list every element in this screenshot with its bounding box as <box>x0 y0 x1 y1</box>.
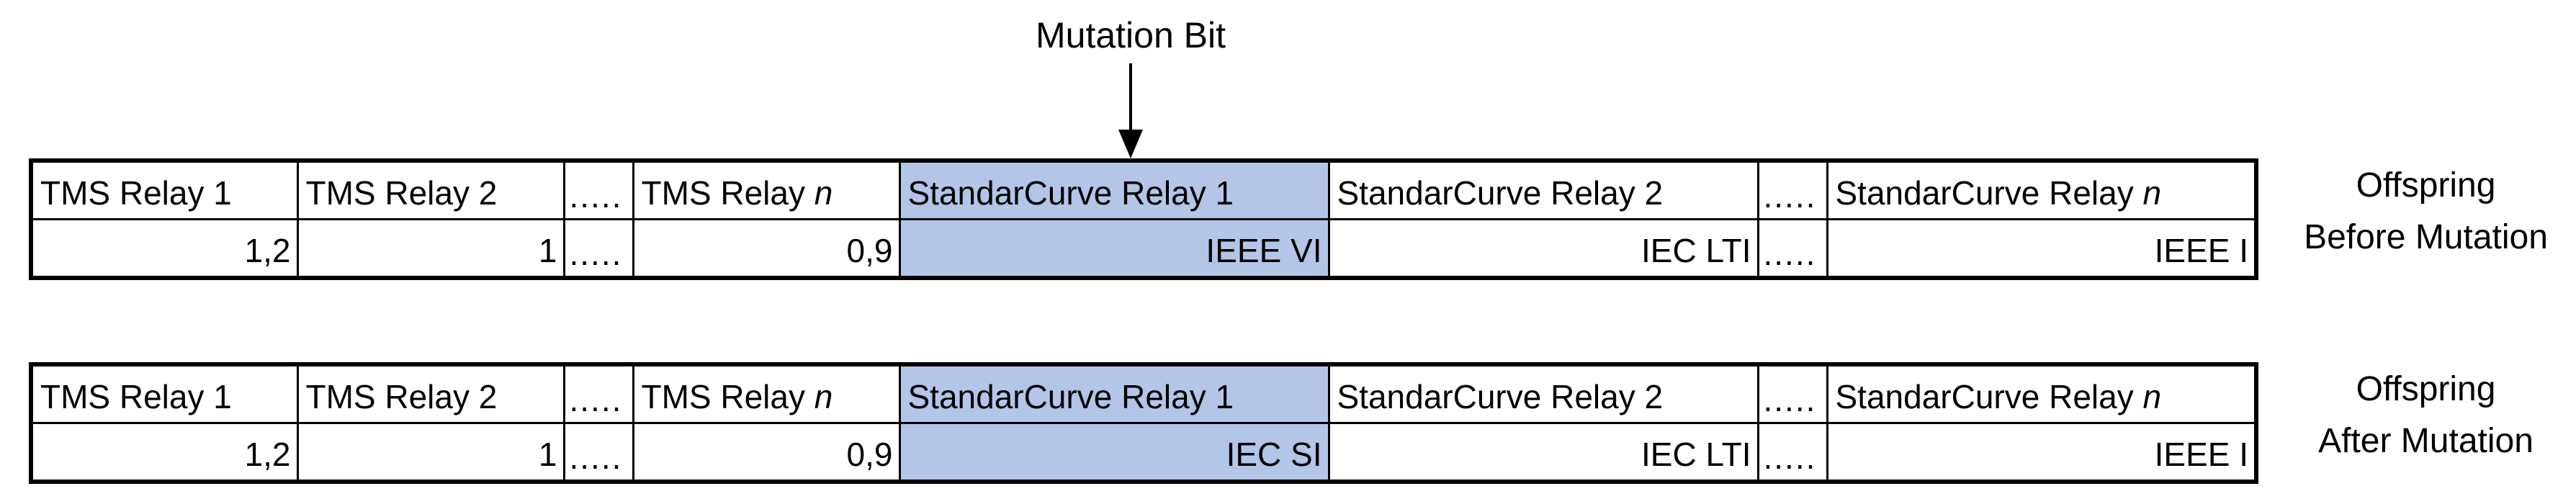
value-row: 1,2 1 ..... 0,9 IEEE VI IEC LTI ..... IE… <box>30 218 2258 279</box>
chromosome-table-after-mutation: TMS Relay 1 TMS Relay 2 ..... TMS Relay … <box>29 362 2258 484</box>
chromosome-table-before-mutation: TMS Relay 1 TMS Relay 2 ..... TMS Relay … <box>29 158 2258 280</box>
col-header-standarcurve-relay-2: StandarCurve Relay 2 <box>1327 159 1759 220</box>
cell-tms-relay-2-value: 1 <box>296 218 565 279</box>
ellipsis-cell: ..... <box>1756 422 1828 483</box>
col-header-tms-relay-2: TMS Relay 2 <box>296 363 565 424</box>
header-text: StandarCurve Relay <box>1835 174 2143 212</box>
cell-tms-relay-n-value: 0,9 <box>632 422 901 483</box>
side-label-before-mutation: Offspring Before Mutation <box>2280 160 2572 264</box>
ellipsis-cell: ..... <box>562 159 634 220</box>
variable-n: n <box>2142 378 2162 415</box>
col-header-tms-relay-2: TMS Relay 2 <box>296 159 565 220</box>
col-header-standarcurve-relay-1: StandarCurve Relay 1 <box>898 159 1330 220</box>
col-header-standarcurve-relay-n: StandarCurve Relay n <box>1826 363 2258 424</box>
ellipsis-cell: ..... <box>562 218 634 279</box>
side-label-line1: Offspring <box>2356 166 2496 204</box>
ellipsis-cell: ..... <box>1756 218 1828 279</box>
ellipsis-cell: ..... <box>562 363 634 424</box>
value-row: 1,2 1 ..... 0,9 IEC SI IEC LTI ..... IEE… <box>30 422 2258 483</box>
cell-tms-relay-n-value: 0,9 <box>632 218 901 279</box>
side-label-line1: Offspring <box>2356 370 2496 408</box>
cell-tms-relay-1-value: 1,2 <box>30 218 299 279</box>
header-text: StandarCurve Relay <box>1835 378 2143 415</box>
cell-standarcurve-relay-2-value: IEC LTI <box>1327 422 1759 483</box>
cell-standarcurve-relay-1-value: IEC SI <box>898 422 1330 483</box>
side-label-after-mutation: Offspring After Mutation <box>2280 364 2572 467</box>
col-header-standarcurve-relay-1: StandarCurve Relay 1 <box>898 363 1330 424</box>
variable-n: n <box>814 174 833 212</box>
col-header-tms-relay-n: TMS Relay n <box>632 363 901 424</box>
ellipsis-cell: ..... <box>1756 159 1828 220</box>
cell-tms-relay-1-value: 1,2 <box>30 422 299 483</box>
col-header-standarcurve-relay-2: StandarCurve Relay 2 <box>1327 363 1759 424</box>
cell-standarcurve-relay-n-value: IEEE I <box>1826 218 2258 279</box>
col-header-tms-relay-1: TMS Relay 1 <box>30 159 299 220</box>
cell-standarcurve-relay-2-value: IEC LTI <box>1327 218 1759 279</box>
header-row: TMS Relay 1 TMS Relay 2 ..... TMS Relay … <box>30 363 2258 424</box>
side-label-line2: Before Mutation <box>2304 218 2548 256</box>
cell-tms-relay-2-value: 1 <box>296 422 565 483</box>
col-header-standarcurve-relay-n: StandarCurve Relay n <box>1826 159 2258 220</box>
variable-n: n <box>2142 174 2162 212</box>
header-row: TMS Relay 1 TMS Relay 2 ..... TMS Relay … <box>30 159 2258 220</box>
ellipsis-cell: ..... <box>562 422 634 483</box>
header-text: TMS Relay <box>641 378 814 415</box>
variable-n: n <box>814 378 833 415</box>
col-header-tms-relay-1: TMS Relay 1 <box>30 363 299 424</box>
arrow-down-icon <box>1118 63 1143 158</box>
cell-standarcurve-relay-1-value: IEEE VI <box>898 218 1330 279</box>
ellipsis-cell: ..... <box>1756 363 1828 424</box>
cell-standarcurve-relay-n-value: IEEE I <box>1826 422 2258 483</box>
side-label-line2: After Mutation <box>2318 422 2534 460</box>
col-header-tms-relay-n: TMS Relay n <box>632 159 901 220</box>
header-text: TMS Relay <box>641 174 814 212</box>
mutation-bit-label: Mutation Bit <box>1035 15 1226 55</box>
